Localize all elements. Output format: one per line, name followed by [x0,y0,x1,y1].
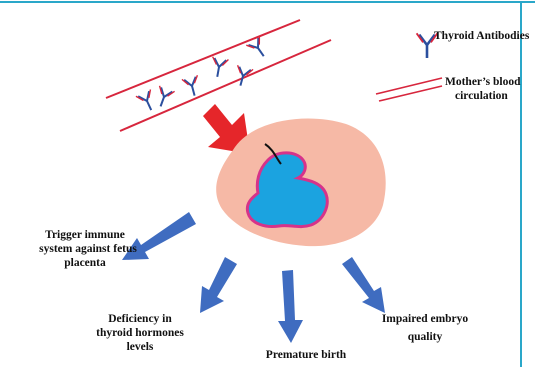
antibody-icon [136,89,159,113]
legend-blood-lines [376,78,442,101]
outcome-hormone-line1: Deficiency in [90,312,190,326]
outcome-premature: Premature birth [251,348,361,362]
outcome-hormone-line3: levels [115,340,165,354]
outcome-embryo-line2: quality [395,330,455,344]
arrow-hormone [200,257,237,313]
legend-antibodies-label: Thyroid Antibodies [434,29,529,43]
antibody-icon [182,75,202,97]
legend-blood-label-line2: circulation [455,89,508,103]
outcome-immune-line1: Trigger immune [30,228,140,242]
outcome-embryo-line1: Impaired embryo [370,312,480,326]
antibody-icon [209,57,228,78]
arrow-premature [278,270,303,343]
legend-blood-label-line1: Mother’s blood [445,75,521,89]
antibody-icon [153,86,175,109]
outcome-immune-line2: system against fetus [28,242,148,256]
arrow-embryo [342,257,385,313]
outcome-immune-line3: placenta [55,256,115,270]
outcome-hormone-line2: thyroid hormones [83,326,197,340]
antibody-icon [233,65,253,87]
